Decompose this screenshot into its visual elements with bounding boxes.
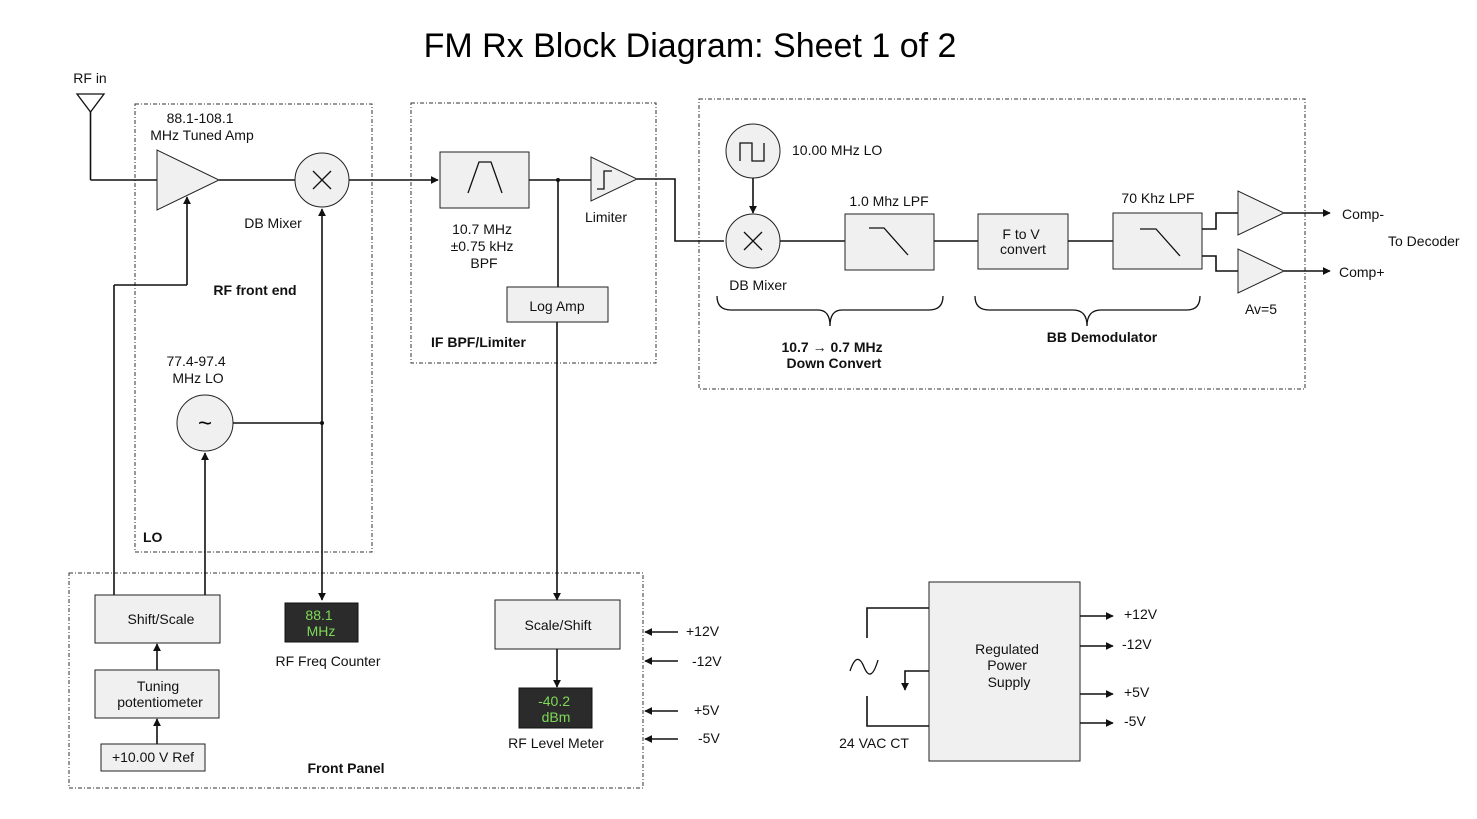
rf-front-end-label: RF front end — [213, 282, 296, 298]
log-amp-label: Log Amp — [529, 298, 584, 314]
scale-shift-label: Scale/Shift — [525, 617, 592, 633]
limiter-label: Limiter — [585, 209, 627, 225]
psu-input-label: 24 VAC CT — [839, 735, 909, 751]
shift-scale-block: Shift/Scale — [94, 594, 221, 644]
output-amp-minus — [1237, 190, 1286, 236]
freq-counter-display: 88.1 MHz — [284, 602, 359, 643]
down-convert-label: 10.7 → 0.7 MHz Down Convert — [781, 339, 886, 371]
panel-supply-minus5: -5V — [698, 730, 720, 746]
lpf-70khz-label: 70 Khz LPF — [1121, 190, 1194, 206]
bb-demodulator-label: BB Demodulator — [1047, 329, 1158, 345]
limiter-step-icon — [597, 170, 612, 190]
rf-front-end-group — [134, 103, 373, 553]
psu-label: Regulated Power Supply — [975, 641, 1043, 690]
tuning-pot-block: Tuning potentiometer — [94, 669, 220, 719]
tuned-amp: 88.1-108.1 MHz Tuned Amp — [150, 110, 254, 211]
lpf-1mhz-block: 1.0 Mhz LPF — [844, 193, 935, 271]
multiply-icon — [743, 231, 763, 251]
db-mixer-2-label: DB Mixer — [729, 277, 787, 293]
amplifier-icon — [156, 149, 221, 211]
multiply-icon — [312, 170, 332, 190]
square-wave-icon — [739, 142, 765, 162]
transformer-input — [849, 607, 929, 727]
lpf-1mhz-label: 1.0 Mhz LPF — [849, 193, 928, 209]
front-panel-group — [68, 572, 644, 789]
limiter: Limiter — [585, 156, 639, 225]
comp-minus-label: Comp- — [1342, 206, 1384, 222]
lpf-70khz-block: 70 Khz LPF — [1112, 190, 1203, 270]
f-to-v-block: F to V convert — [977, 213, 1069, 270]
output-amp-plus — [1237, 248, 1286, 294]
shift-scale-label: Shift/Scale — [128, 611, 195, 627]
lo-group-label: LO — [143, 529, 163, 545]
lowpass-icon — [869, 227, 909, 256]
gain-label: Av=5 — [1245, 301, 1277, 317]
db-mixer-2: DB Mixer — [725, 213, 787, 293]
psu-output-plus5: +5V — [1124, 684, 1150, 700]
lowpass-icon — [1140, 228, 1181, 257]
to-decoder-label: To Decoder — [1388, 233, 1460, 249]
level-meter-label: RF Level Meter — [508, 735, 604, 751]
lo-oscillator: 77.4-97.4 MHz LO ~ — [166, 353, 234, 452]
ref-block: +10.00 V Ref — [100, 743, 206, 772]
comp-plus-label: Comp+ — [1339, 264, 1385, 280]
level-meter-value: -40.2 dBm — [538, 693, 574, 725]
level-meter-display: -40.2 dBm — [518, 687, 593, 729]
rf-in-label: RF in — [73, 70, 106, 86]
down-convert-brace — [716, 295, 944, 327]
panel-supply-plus5: +5V — [694, 702, 720, 718]
tuned-amp-label: 88.1-108.1 MHz Tuned Amp — [150, 110, 254, 143]
sine-wave-icon: ~ — [198, 410, 212, 437]
psu-output-minus5: -5V — [1124, 713, 1146, 729]
scale-shift-block: Scale/Shift — [494, 599, 621, 650]
psu-block: Regulated Power Supply — [928, 581, 1081, 762]
lo-10mhz: 10.00 MHz LO — [725, 123, 882, 179]
ac-sine-icon — [849, 658, 879, 675]
bpf-block: 10.7 MHz ±0.75 kHz BPF — [439, 151, 530, 271]
lo-10mhz-label: 10.00 MHz LO — [792, 142, 882, 158]
page-title: FM Rx Block Diagram: Sheet 1 of 2 — [424, 27, 957, 65]
front-panel-label: Front Panel — [307, 760, 384, 776]
if-bpf-limiter-group — [410, 102, 657, 364]
freq-counter-label: RF Freq Counter — [275, 653, 380, 669]
lo-oscillator-label: 77.4-97.4 MHz LO — [166, 353, 229, 386]
f-to-v-label: F to V convert — [1000, 226, 1046, 257]
bandpass-icon — [467, 161, 503, 194]
bb-demodulator-brace — [974, 295, 1201, 327]
psu-output-plus12: +12V — [1124, 606, 1158, 622]
freq-counter-value: 88.1 MHz — [305, 607, 336, 639]
bpf-label: 10.7 MHz ±0.75 kHz BPF — [451, 221, 518, 271]
ref-label: +10.00 V Ref — [112, 749, 194, 765]
if-bpf-limiter-label: IF BPF/Limiter — [431, 334, 526, 350]
antenna-icon — [75, 93, 106, 180]
log-amp-block: Log Amp — [506, 286, 609, 323]
panel-supply-plus12: +12V — [686, 623, 720, 639]
down-convert-demod-group — [698, 98, 1306, 390]
panel-supply-minus12: -12V — [692, 653, 722, 669]
psu-output-minus12: -12V — [1122, 636, 1152, 652]
db-mixer-1: DB Mixer — [244, 152, 350, 231]
tuning-pot-label: Tuning potentiometer — [117, 678, 203, 710]
db-mixer-1-label: DB Mixer — [244, 215, 302, 231]
